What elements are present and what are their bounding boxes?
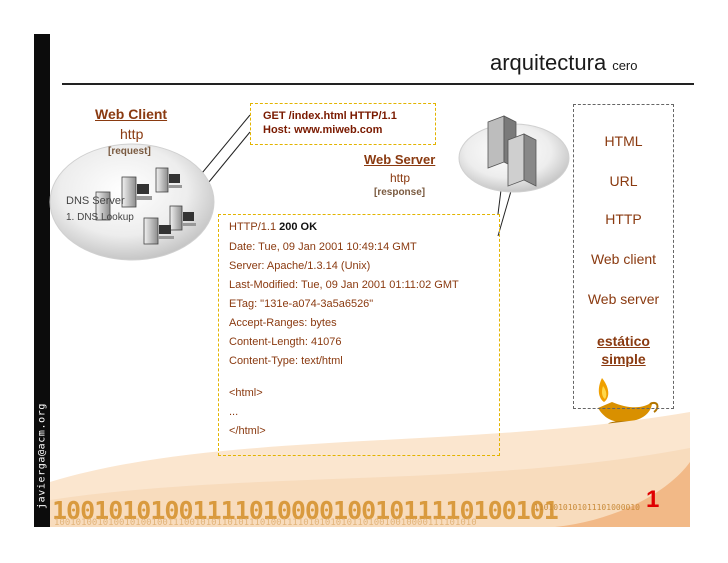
topic-menu: HTML URL HTTP Web client Web server está… [573, 104, 674, 409]
response-body-ellipsis: ... [229, 406, 239, 418]
left-sidebar-bar [34, 34, 50, 527]
response-status: HTTP/1.1 200 OK [229, 221, 317, 233]
response-body-close: </html> [229, 425, 266, 437]
response-header-last-modified: Last-Modified: Tue, 09 Jan 2001 01:11:02… [229, 279, 459, 291]
response-status-code: 200 OK [279, 221, 318, 233]
web-server-protocol: http [390, 171, 411, 185]
response-header-etag: ETag: "131e-a074-3a5a6526" [229, 298, 374, 310]
slide-title: arquitectura cero [490, 50, 637, 76]
client-computer-2 [155, 167, 182, 193]
dns-server-label: DNS Server [66, 195, 125, 207]
request-connector-2 [203, 131, 251, 189]
menu-item-html[interactable]: HTML [604, 133, 643, 149]
dns-server-computer [95, 191, 111, 221]
client-computer-4 [143, 217, 174, 245]
menu-item-web-server[interactable]: Web server [587, 291, 660, 307]
web-client-label: Web Client [95, 106, 168, 122]
response-status-prefix: HTTP/1.1 [229, 221, 280, 233]
footer-wave-3 [555, 462, 690, 527]
client-computer-3 [169, 205, 196, 231]
menu-item-estatico[interactable]: estático [597, 333, 650, 349]
response-header-accept-ranges: Accept-Ranges: bytes [229, 317, 337, 329]
menu-item-url[interactable]: URL [609, 173, 638, 189]
response-header-content-type: Content-Type: text/html [229, 355, 343, 367]
server-tower-2 [507, 133, 537, 187]
http-response-box: HTTP/1.1 200 OK Date: Tue, 09 Jan 2001 1… [218, 214, 500, 456]
slide-title-main: arquitectura [490, 50, 607, 75]
footer-binary-small: 1101010101011101000010 [534, 503, 640, 512]
page-number: 1 [646, 486, 660, 513]
footer-binary-main: 100101010011110100001001011110100101 [52, 496, 559, 525]
response-header-content-length: Content-Length: 41076 [229, 336, 342, 348]
response-body-open: <html> [229, 387, 263, 399]
footer-binary-bottom: 1001010010100101001001110010101101011101… [54, 518, 477, 528]
web-server-label: Web Server [364, 152, 436, 167]
web-client-protocol: http [120, 126, 144, 142]
client-computer-1 [121, 176, 152, 208]
web-client-role: [request] [108, 146, 151, 157]
menu-item-web-client[interactable]: Web client [590, 251, 657, 267]
response-header-date: Date: Tue, 09 Jan 2001 10:49:14 GMT [229, 241, 417, 253]
request-line: GET /index.html HTTP/1.1 [263, 110, 397, 122]
slide-title-sub: cero [612, 58, 638, 73]
title-rule [62, 83, 694, 85]
response-header-server: Server: Apache/1.3.14 (Unix) [229, 260, 371, 272]
http-request-box: GET /index.html HTTP/1.1 Host: www.miweb… [250, 103, 436, 145]
menu-item-simple[interactable]: simple [601, 351, 646, 367]
dns-lookup-step: 1. DNS Lookup [66, 212, 134, 223]
menu-item-http[interactable]: HTTP [605, 211, 642, 227]
footer-wave-2 [50, 448, 690, 527]
web-server-role: [response] [374, 187, 426, 198]
request-host: Host: www.miweb.com [263, 124, 383, 136]
